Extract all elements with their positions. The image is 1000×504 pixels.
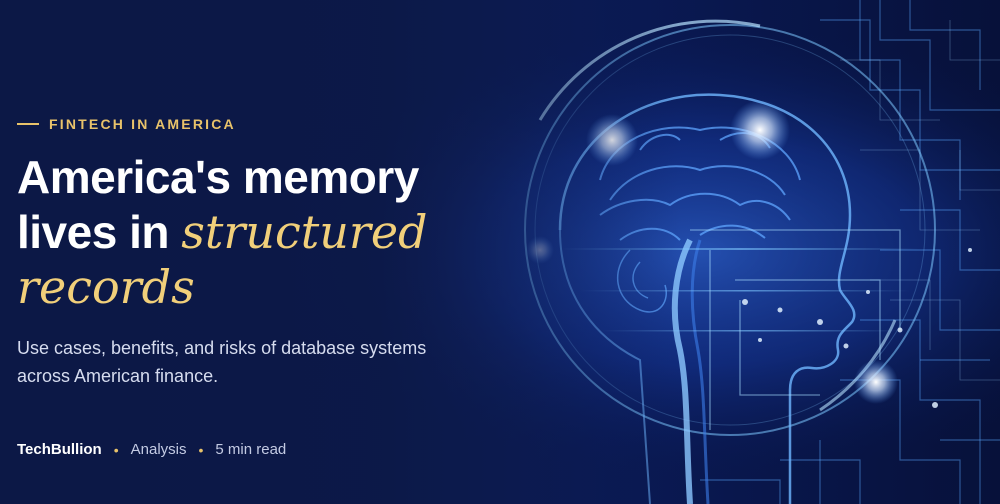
article-category[interactable]: Analysis bbox=[130, 441, 187, 458]
article-headline[interactable]: America's memory lives in structured rec… bbox=[17, 150, 537, 315]
meta-separator: • bbox=[198, 441, 204, 458]
article-dek: Use cases, benefits, and risks of databa… bbox=[17, 334, 487, 390]
headline-line-1: America's memory bbox=[17, 151, 419, 203]
section-kicker[interactable]: FINTECH IN AMERICA bbox=[17, 116, 236, 132]
dek-line-2: across American finance. bbox=[17, 366, 219, 386]
hero-text: FINTECH IN AMERICA America's memory live… bbox=[17, 0, 537, 504]
meta-separator: • bbox=[113, 441, 119, 458]
read-time: 5 min read bbox=[215, 441, 287, 458]
headline-accent-1: structured bbox=[181, 205, 428, 259]
headline-line-2-plain: lives in bbox=[17, 206, 169, 258]
headline-accent-2: records bbox=[17, 260, 195, 314]
dek-line-1: Use cases, benefits, and risks of databa… bbox=[17, 338, 427, 358]
kicker-rule bbox=[17, 123, 39, 125]
article-meta: TechBullion • Analysis • 5 min read bbox=[17, 441, 286, 458]
publisher-name[interactable]: TechBullion bbox=[17, 441, 102, 458]
kicker-label: FINTECH IN AMERICA bbox=[49, 116, 236, 132]
